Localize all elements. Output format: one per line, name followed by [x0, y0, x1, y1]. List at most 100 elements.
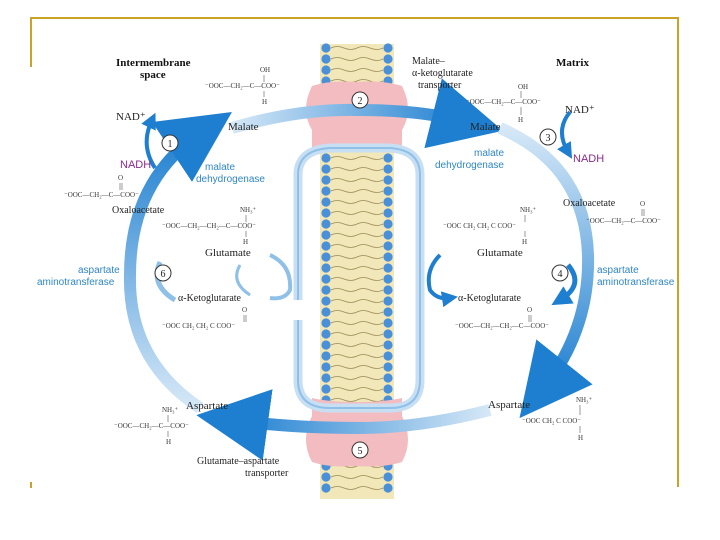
lipid-head [321, 263, 331, 273]
lipid-tail [330, 376, 384, 380]
svg-text:O: O [118, 174, 123, 182]
svg-text:⁻OOC—CH₂—CH₂—C—COO⁻: ⁻OOC—CH₂—CH₂—C—COO⁻ [162, 222, 256, 230]
akg-left-structure: O ⁻OOC CH₂ CH₂ C COO⁻ [162, 306, 247, 330]
aspartate-right-label: Aspartate [488, 399, 530, 411]
lipid-head [321, 384, 331, 394]
ast-left-line1: aspartate [78, 265, 120, 276]
step-6-marker: 6 [154, 264, 172, 282]
lipid-tail [330, 288, 384, 292]
ast-right-line2: aminotransferase [597, 277, 675, 288]
glutamate-left-structure: NH₃⁺ ⁻OOC—CH₂—CH₂—C—COO⁻ H [162, 206, 257, 246]
lipid-head [383, 164, 393, 174]
lipid-tail [330, 321, 384, 325]
lipid-head [321, 219, 331, 229]
svg-text:H: H [243, 238, 248, 246]
svg-text:⁻OOC—CH₂—C—COO⁻: ⁻OOC—CH₂—C—COO⁻ [586, 217, 661, 225]
lipid-tail [330, 222, 384, 226]
lipid-head [321, 186, 331, 196]
lipid-head [383, 296, 393, 306]
lipid-head [321, 197, 331, 207]
lipid-head [383, 186, 393, 196]
mdh-left-line1: malate [205, 162, 235, 173]
lipid-tail [330, 475, 384, 479]
lipid-head [321, 208, 331, 218]
lipid-tail [330, 255, 384, 259]
svg-text:5: 5 [358, 446, 363, 457]
svg-text:O: O [640, 200, 645, 208]
lipid-head [383, 274, 393, 284]
step-2-marker: 2 [351, 91, 369, 109]
lipid-head [321, 307, 331, 317]
akg-left-label: α-Ketoglutarate [178, 293, 242, 304]
lipid-head [321, 54, 331, 64]
ast-left-line2: aminotransferase [37, 277, 115, 288]
lipid-tail [330, 156, 384, 160]
lipid-head [383, 219, 393, 229]
lipid-tail [330, 233, 384, 237]
svg-text:⁻OOC—CH₂—C—COO⁻: ⁻OOC—CH₂—C—COO⁻ [64, 191, 139, 199]
svg-text:⁻OOC—CH₂—C—COO⁻: ⁻OOC—CH₂—C—COO⁻ [205, 82, 280, 90]
glutamate-right-structure: NH₃⁺ ⁻OOC CH₂ CH₂ C COO⁻ H [443, 206, 537, 246]
mdh-right-line1: malate [474, 148, 504, 159]
ast-right-line1: aspartate [597, 265, 639, 276]
glutamate-left-label: Glutamate [205, 247, 251, 259]
nadh-right-label: NADH [573, 153, 604, 165]
lipid-tail [330, 310, 384, 314]
lipid-head [383, 472, 393, 482]
aspartate-left-label: Aspartate [186, 400, 228, 412]
aspartate-left-structure: NH₃⁺ ⁻OOC—CH₂—C—COO⁻ H [114, 406, 189, 446]
lipid-head [383, 241, 393, 251]
lipid-head [383, 208, 393, 218]
malate-left-structure: OH ⁻OOC—CH₂—C—COO⁻ H [205, 66, 280, 106]
lipid-tail [330, 266, 384, 270]
lipid-head [321, 241, 331, 251]
step3-cofactor-arrow [557, 110, 573, 159]
svg-text:6: 6 [161, 269, 166, 280]
lipid-tail [330, 211, 384, 215]
lipid-head [321, 351, 331, 361]
lipid-tail [330, 486, 384, 490]
step-3-marker: 3 [539, 128, 557, 146]
glutamate-right-label: Glutamate [477, 247, 523, 259]
space-label: space [140, 69, 166, 81]
step-5-marker: 5 [351, 441, 369, 459]
lipid-head [383, 263, 393, 273]
svg-text:OH: OH [518, 83, 528, 91]
lipid-tail [330, 343, 384, 347]
lipid-head [383, 307, 393, 317]
transporter-top-line1: Malate– [412, 56, 446, 67]
lipid-tail [330, 189, 384, 193]
svg-text:O: O [242, 306, 247, 314]
svg-text:H: H [166, 438, 171, 446]
lipid-head [321, 230, 331, 240]
lipid-head [383, 483, 393, 493]
step4-arrow [551, 263, 578, 306]
svg-text:⁻OOC CH₂ CH₂ C COO⁻: ⁻OOC CH₂ CH₂ C COO⁻ [443, 222, 516, 230]
svg-text:H: H [578, 434, 583, 442]
intermembrane-left-arrow [123, 112, 232, 413]
lipid-head [383, 252, 393, 262]
mdh-left-line2: dehydrogenase [196, 174, 265, 185]
lipid-tail [330, 57, 384, 61]
lipid-head [383, 54, 393, 64]
svg-text:H: H [522, 238, 527, 246]
lipid-head [383, 340, 393, 350]
lipid-tail [330, 200, 384, 204]
malate-right-structure: OH ⁻OOC—CH₂—C—COO⁻ H [466, 83, 541, 124]
mdh-right-line2: dehydrogenase [435, 160, 504, 171]
matrix-right-arrow [497, 122, 595, 419]
lipid-tail [330, 167, 384, 171]
svg-text:O: O [527, 306, 532, 314]
lipid-head [383, 318, 393, 328]
svg-text:H: H [262, 98, 267, 106]
slide-frame-right [677, 17, 679, 487]
nad-right-label: NAD⁺ [565, 104, 595, 116]
malate-right-label: Malate [470, 121, 501, 133]
lipid-head [383, 43, 393, 53]
matrix-label: Matrix [556, 57, 589, 69]
lipid-tail [330, 398, 384, 402]
lipid-head [383, 153, 393, 163]
svg-text:NH₃⁺: NH₃⁺ [576, 396, 593, 404]
aspartate-transport-arrow [196, 389, 492, 461]
lipid-head [383, 384, 393, 394]
